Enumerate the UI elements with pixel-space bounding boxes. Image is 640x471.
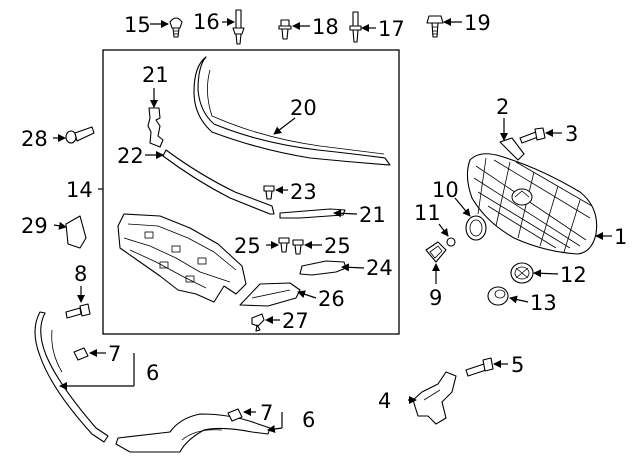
callout-23: 23 xyxy=(290,180,317,204)
callout-labels: 15 16 18 17 19 21 20 22 23 21 25 25 24 2… xyxy=(21,10,627,432)
assembly-box xyxy=(102,49,400,335)
shroud-part xyxy=(117,213,247,303)
callout-25-left: 25 xyxy=(234,234,261,258)
callout-25-right: 25 xyxy=(324,234,351,258)
callout-6-bottom: 6 xyxy=(302,408,315,432)
callout-10: 10 xyxy=(432,178,459,202)
callout-14: 14 xyxy=(66,178,93,202)
emblem-part-10 xyxy=(465,215,487,241)
leader-lines xyxy=(53,18,612,433)
lower-molding-part xyxy=(34,311,109,443)
clip-part-7-a xyxy=(73,347,89,361)
callout-12: 12 xyxy=(560,263,587,287)
clip-part-25-a xyxy=(278,237,290,253)
stud-part-17 xyxy=(349,11,362,43)
cap-part-29 xyxy=(65,215,87,249)
callout-26: 26 xyxy=(318,287,345,311)
air-guide-part-26 xyxy=(239,282,301,307)
pin-part-18 xyxy=(278,19,292,40)
callout-16: 16 xyxy=(193,10,220,34)
deflector-part-24 xyxy=(299,260,347,276)
callout-7-bottom: 7 xyxy=(260,401,273,425)
callout-2: 2 xyxy=(496,95,509,119)
callout-7-left: 7 xyxy=(108,342,121,366)
upper-garnish-part-20 xyxy=(193,56,391,166)
bracket-part-2 xyxy=(499,137,525,161)
clip-part-11 xyxy=(446,237,456,247)
lower-garnish-part xyxy=(115,413,271,453)
callout-8: 8 xyxy=(74,262,87,286)
callout-20: 20 xyxy=(290,96,317,120)
screw-part-3 xyxy=(519,127,546,144)
fastener-part-28 xyxy=(65,126,95,144)
callout-9: 9 xyxy=(429,286,442,310)
bracket-part-4 xyxy=(412,371,457,425)
callout-17: 17 xyxy=(378,17,405,41)
clip-part-23 xyxy=(263,185,275,200)
grille-part-1 xyxy=(466,153,598,255)
clip-part-7-b xyxy=(227,408,243,422)
callout-28: 28 xyxy=(21,127,48,151)
callout-29: 29 xyxy=(21,214,48,238)
callout-15: 15 xyxy=(124,13,151,37)
seal-strip-part-22 xyxy=(162,149,275,215)
cap-part-13 xyxy=(487,286,509,306)
screw-part-8 xyxy=(65,303,91,319)
callout-3: 3 xyxy=(565,122,578,146)
callout-21-right: 21 xyxy=(359,203,386,227)
sensor-part-12 xyxy=(510,262,534,284)
callout-11: 11 xyxy=(414,201,441,225)
callout-13: 13 xyxy=(530,291,557,315)
callout-5: 5 xyxy=(511,353,524,377)
clip-part-27 xyxy=(251,313,265,332)
bracket-part-9 xyxy=(425,241,447,263)
bolt-part-19 xyxy=(426,15,444,38)
stud-part-16 xyxy=(232,9,245,45)
callout-24: 24 xyxy=(366,256,393,280)
clip-part-25-b xyxy=(292,239,304,255)
callout-18: 18 xyxy=(312,15,339,39)
callout-6-left: 6 xyxy=(146,361,159,385)
callout-1: 1 xyxy=(614,225,627,249)
callout-22: 22 xyxy=(117,144,144,168)
clip-part-15 xyxy=(169,17,183,38)
callout-21-top: 21 xyxy=(142,63,169,87)
callout-19: 19 xyxy=(464,11,491,35)
strip-part-21-right xyxy=(279,208,346,219)
callout-4: 4 xyxy=(378,389,391,413)
bracket-part-21-left xyxy=(147,107,164,148)
callout-27: 27 xyxy=(282,309,309,333)
bolt-part-5 xyxy=(465,357,494,377)
